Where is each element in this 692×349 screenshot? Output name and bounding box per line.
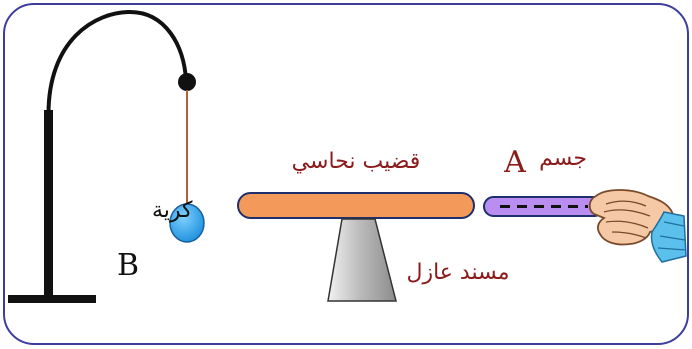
- stand-arc: [46, 9, 188, 116]
- body-a-letter: A: [503, 145, 526, 180]
- stand: [8, 9, 196, 303]
- ball-letter: B: [117, 248, 139, 283]
- body-a-label: جسم: [539, 146, 587, 171]
- insulating-support-label: مسند عازل: [406, 260, 509, 285]
- stand-pole: [44, 110, 53, 298]
- ball-label: كرية: [152, 198, 193, 223]
- diagram-frame: [3, 3, 689, 345]
- hand-icon: [588, 189, 687, 263]
- stand-base: [8, 295, 96, 303]
- stand-knob: [178, 73, 196, 91]
- ball-b: [169, 203, 205, 243]
- copper-rod-label: قضيب نحاسي: [292, 149, 421, 174]
- insulating-support: [327, 218, 397, 302]
- copper-rod: [237, 192, 475, 219]
